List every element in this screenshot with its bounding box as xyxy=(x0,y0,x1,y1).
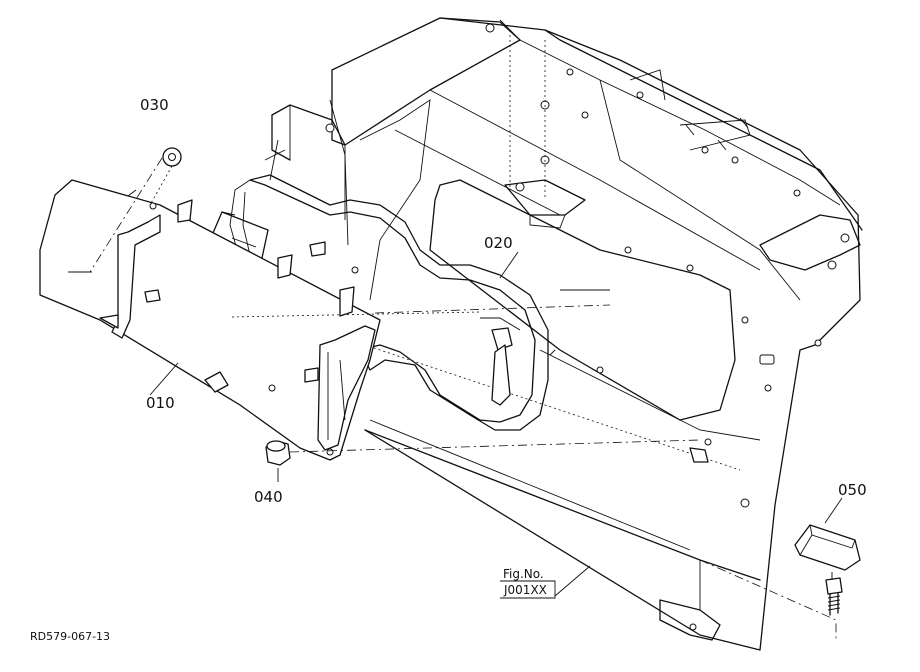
label-050: 050 xyxy=(838,481,867,499)
label-010: 010 xyxy=(146,394,175,412)
label-030: 030 xyxy=(140,96,169,114)
fig-label-underline xyxy=(500,580,556,599)
assembly-lines xyxy=(89,30,843,640)
part-030-washer xyxy=(162,147,182,167)
part-050-rubber-pad xyxy=(794,524,861,616)
drawing-id: RD579-067-13 xyxy=(30,630,110,643)
part-040-nut xyxy=(265,440,291,466)
label-020: 020 xyxy=(484,234,513,252)
label-040: 040 xyxy=(254,488,283,506)
fig-label: Fig.No. xyxy=(503,567,544,581)
fig-code: J001XX xyxy=(503,583,547,597)
part-010-cover-plate xyxy=(39,179,381,461)
part-labels: 030 020 010 040 050 Fig.No. J001XX RD579… xyxy=(30,96,867,643)
